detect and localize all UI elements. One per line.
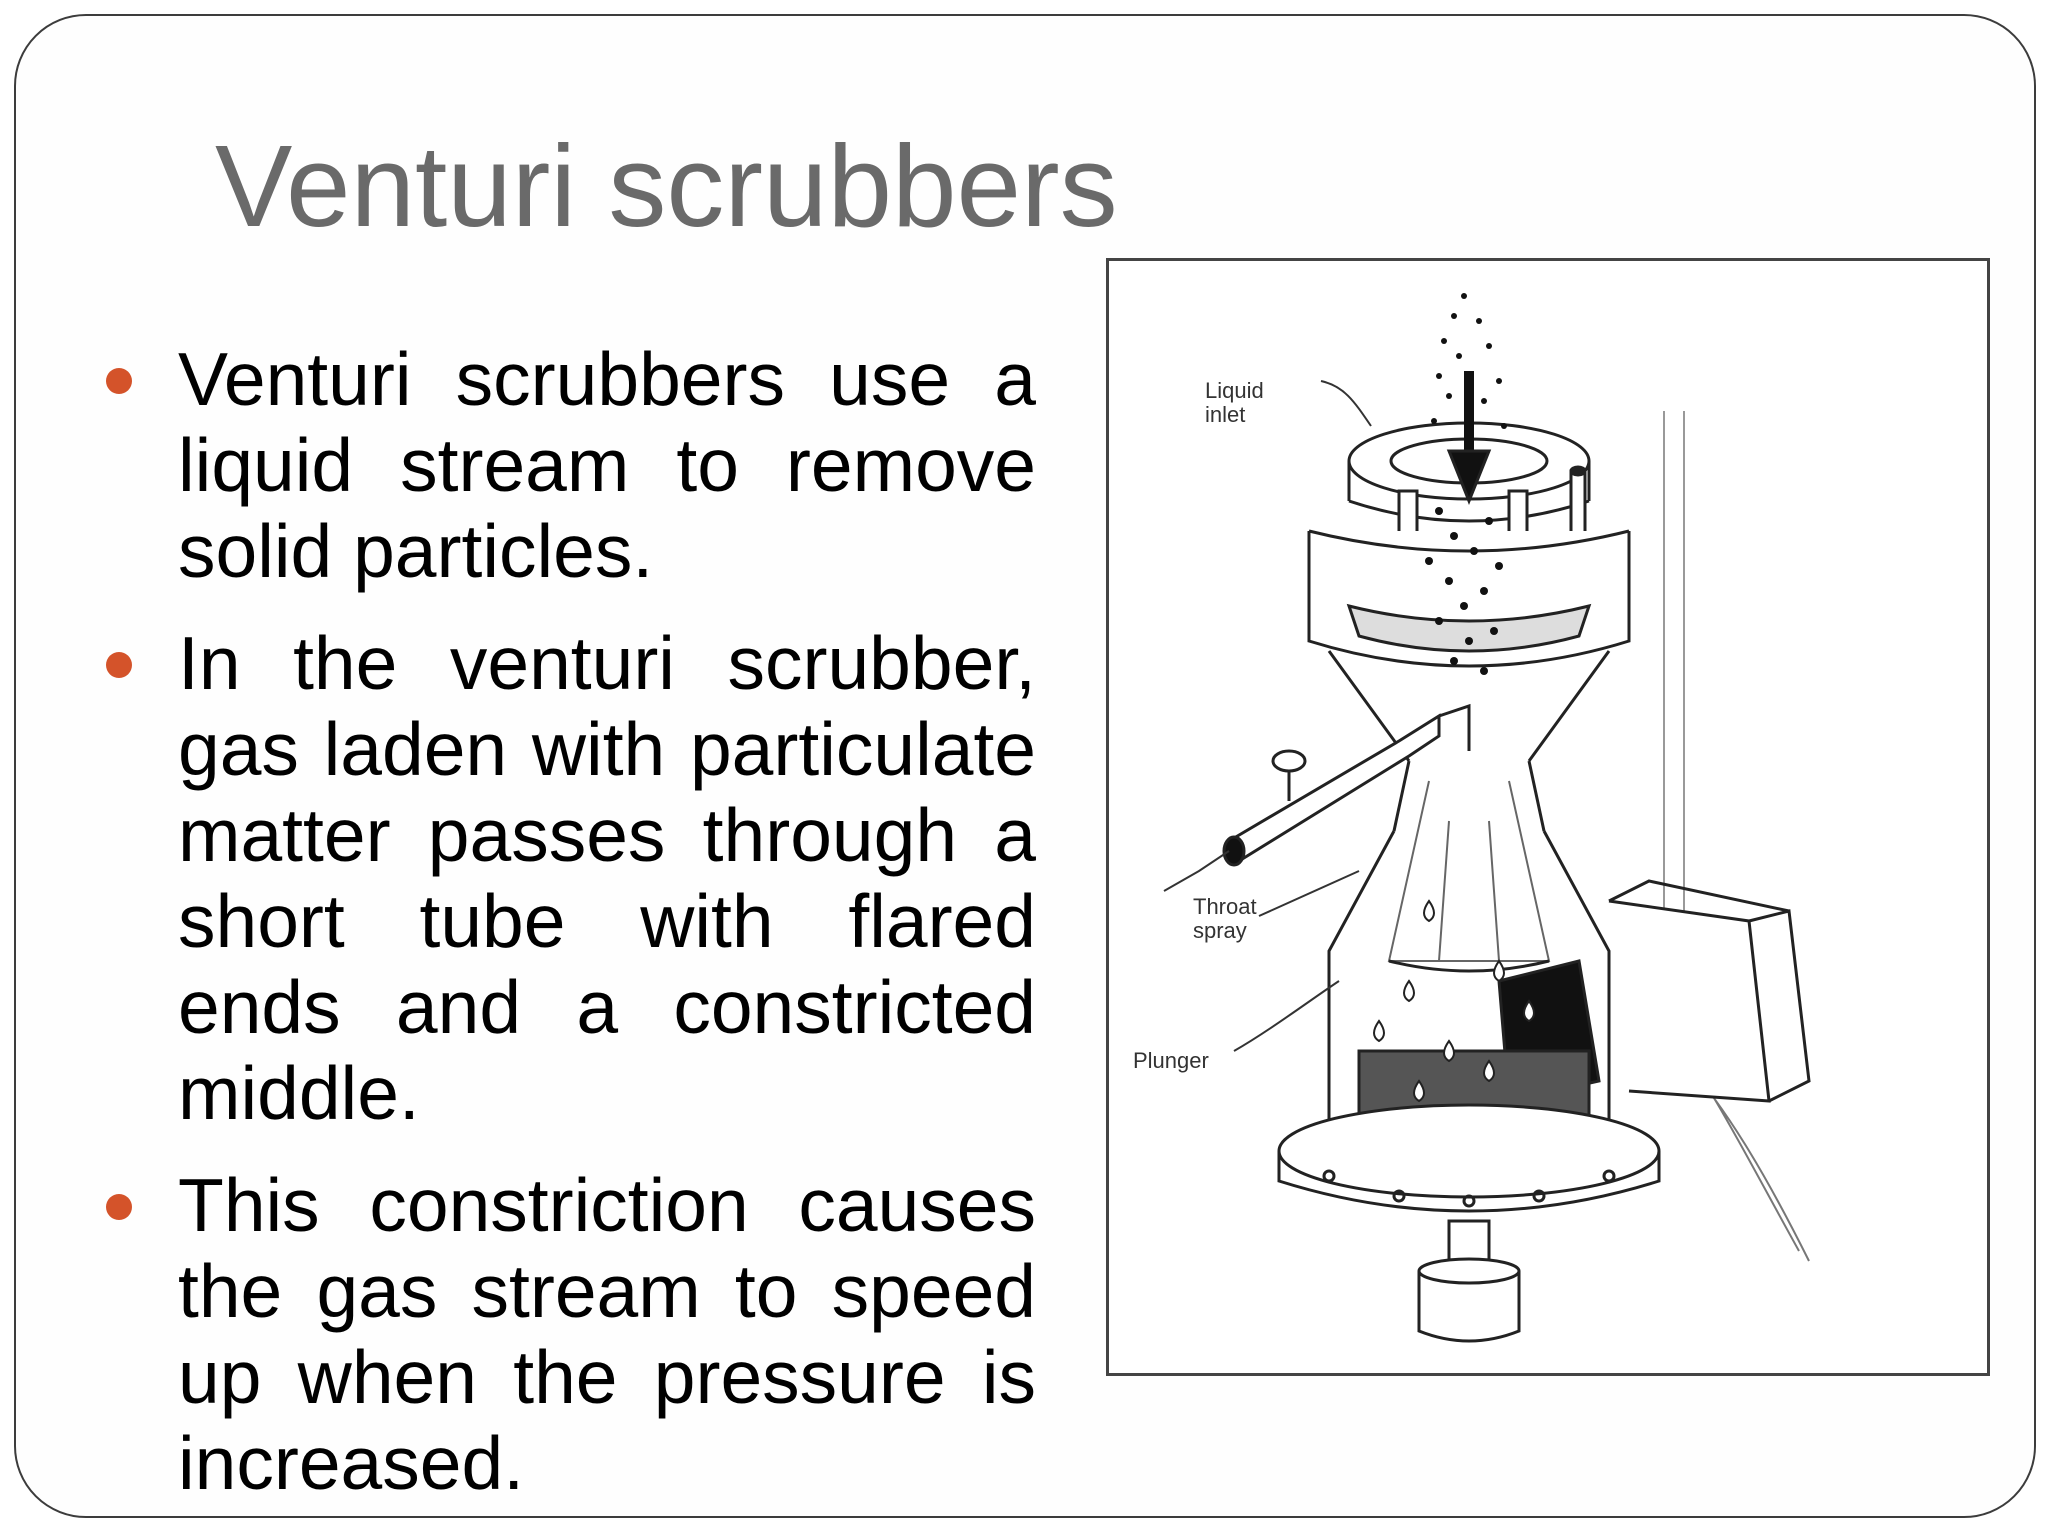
slide-title: Venturi scrubbers	[215, 121, 1118, 251]
bullet-dot-icon	[106, 368, 132, 394]
bullet-text: This constriction causes the gas stream …	[178, 1163, 1036, 1505]
bullet-list: Venturi scrubbers use a liquid stream to…	[106, 336, 1036, 1516]
bullet-text: Venturi scrubbers use a liquid stream to…	[178, 337, 1036, 593]
bullet-item: Venturi scrubbers use a liquid stream to…	[106, 336, 1036, 594]
bullet-item: This constriction causes the gas stream …	[106, 1162, 1036, 1506]
venturi-scrubber-diagram: Liquid inlet Throat spray Plunger	[1106, 258, 1990, 1376]
throat-spray-label: Throat spray	[1193, 894, 1257, 943]
bullet-item: In the venturi scrubber, gas laden with …	[106, 620, 1036, 1136]
bullet-text: In the venturi scrubber, gas laden with …	[178, 621, 1036, 1135]
plunger-label: Plunger	[1133, 1048, 1209, 1073]
bullet-dot-icon	[106, 652, 132, 678]
slide: Venturi scrubbers Venturi scrubbers use …	[14, 14, 2036, 1518]
liquid-inlet-label: Liquid inlet	[1205, 378, 1264, 427]
venturi-scrubber-drawing	[1163, 293, 1811, 1343]
bullet-dot-icon	[106, 1194, 132, 1220]
